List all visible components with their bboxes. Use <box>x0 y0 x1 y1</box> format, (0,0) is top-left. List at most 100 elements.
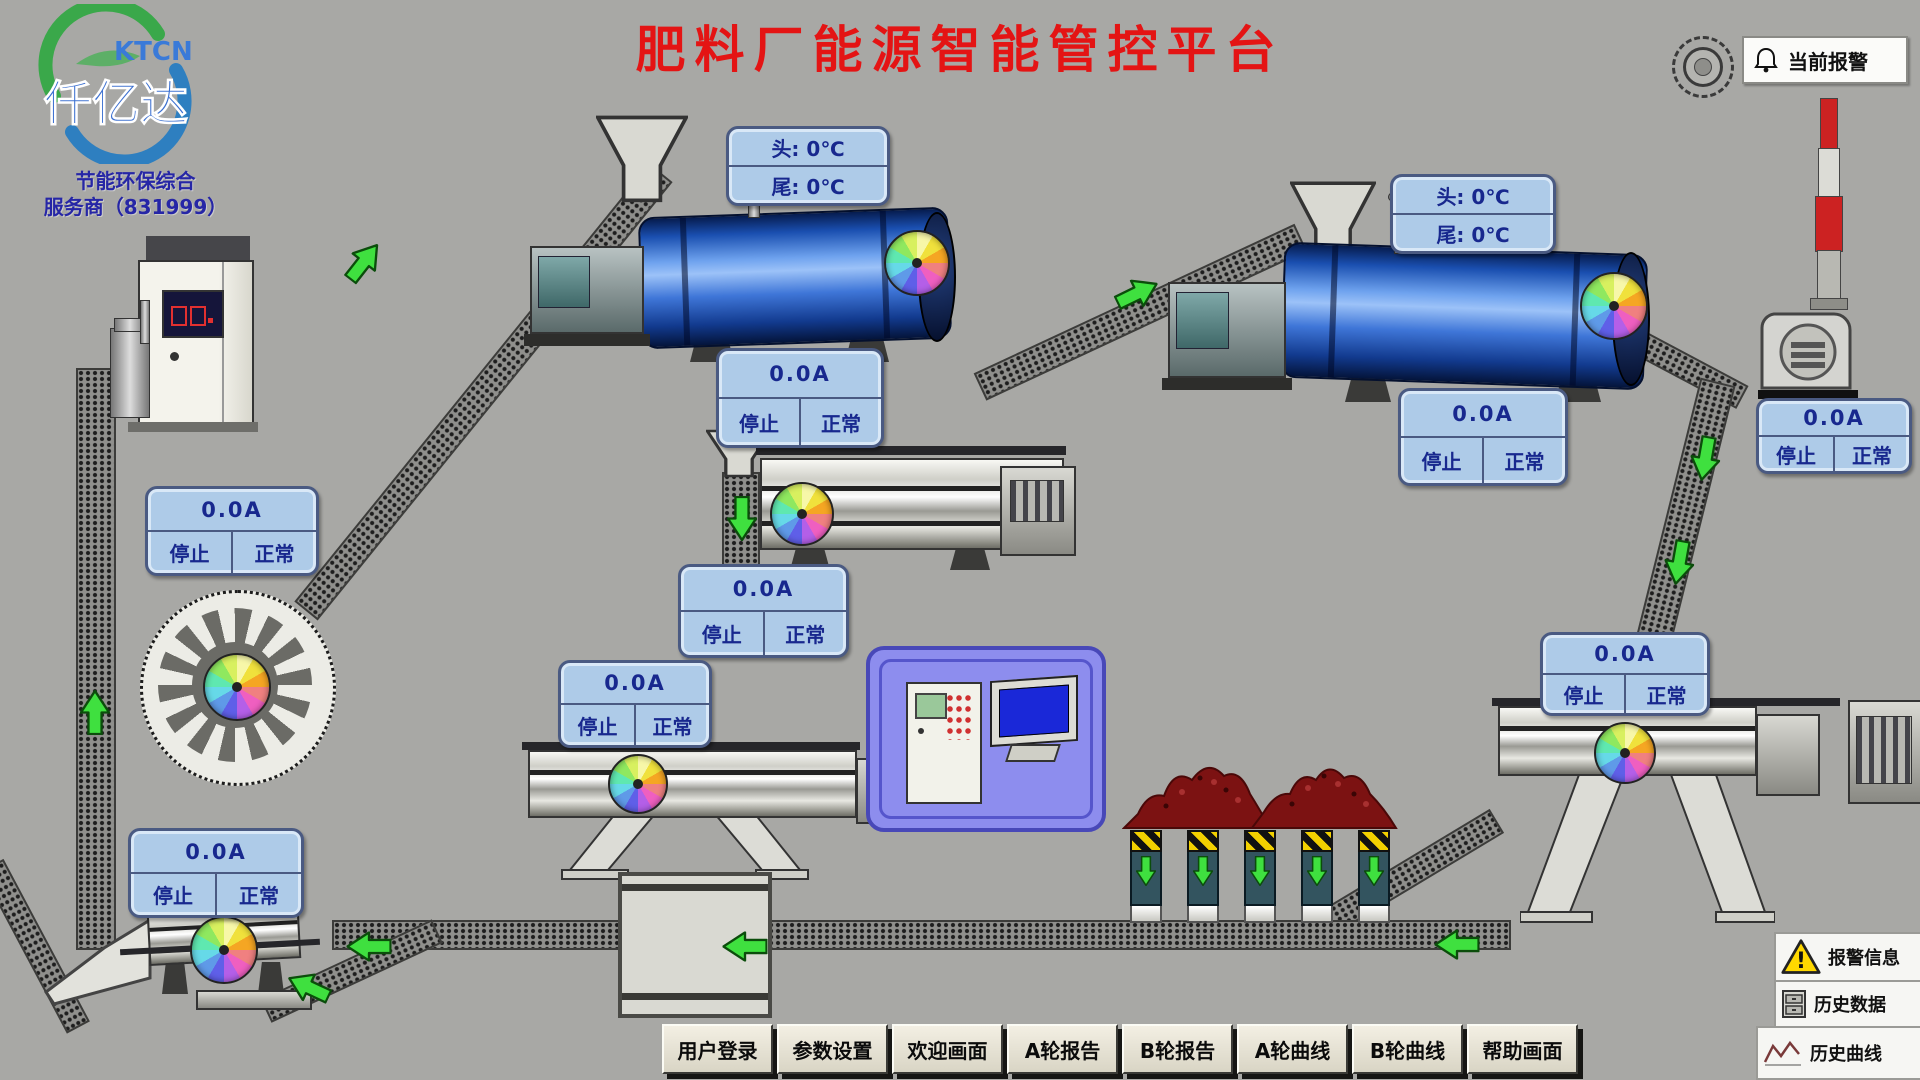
status-panel-crusher2: 0.0A 停止 正常 <box>1540 632 1710 716</box>
granulator-frame <box>756 446 1066 455</box>
nav-wheel-a-curve-button[interactable]: A轮曲线 <box>1237 1024 1348 1074</box>
run-state: 停止 <box>1563 683 1604 708</box>
crusher2-legs <box>1520 772 1775 923</box>
archive-cabinet-icon <box>1782 990 1806 1018</box>
drum1-motor <box>524 246 650 346</box>
svg-text:!: ! <box>1796 949 1806 974</box>
history-curve-button[interactable]: 历史曲线 <box>1756 1026 1920 1080</box>
status-panel-screen: 0.0A 停止 正常 <box>128 828 304 918</box>
screen-pinwheel <box>190 916 258 984</box>
control-cabinet <box>906 682 982 804</box>
bagging-chute <box>1244 830 1276 923</box>
alarm-state: 正常 <box>799 399 881 445</box>
chimney-stack <box>1806 98 1850 310</box>
nav-wheel-a-report-button[interactable]: A轮报告 <box>1007 1024 1118 1074</box>
flow-arrow-icon <box>1660 538 1698 591</box>
nav-parameter-settings-button[interactable]: 参数设置 <box>777 1024 888 1074</box>
run-state: 停止 <box>1776 443 1816 468</box>
current-value: 0.0A <box>681 567 846 612</box>
alarm-state: 正常 <box>231 532 316 573</box>
nav-help-screen-button[interactable]: 帮助画面 <box>1467 1024 1578 1074</box>
run-state: 停止 <box>577 714 618 739</box>
drum1-temp-panel: 头: 0℃ 尾: 0℃ <box>726 126 890 206</box>
status-panel-granulator: 0.0A 停止 正常 <box>678 564 849 658</box>
current-value: 0.0A <box>148 489 316 532</box>
status-panel-gear-feeder: 0.0A 停止 正常 <box>145 486 319 576</box>
page-title: 肥料厂能源智能管控平台 <box>635 21 1285 79</box>
current-value: 0.0A <box>561 663 709 705</box>
history-data-button[interactable]: 历史数据 <box>1774 980 1920 1028</box>
feeder-base <box>128 422 258 432</box>
flow-arrow-icon <box>726 495 758 545</box>
drum2-temp-panel: 头: 0℃ 尾: 0℃ <box>1390 174 1556 254</box>
conveyor-left-column <box>76 368 116 950</box>
run-state: 停止 <box>739 411 779 436</box>
svg-text:KTCN: KTCN <box>114 37 193 67</box>
conveyor-incline-to-drum1 <box>294 163 673 621</box>
alarm-state: 正常 <box>1624 675 1707 713</box>
current-value: 0.0A <box>1759 401 1909 437</box>
status-panel-drum2: 0.0A 停止 正常 <box>1398 388 1568 486</box>
side-button-label: 历史曲线 <box>1810 1044 1882 1065</box>
bagging-chute <box>1358 830 1390 923</box>
logo-tagline: 节能环保综合 服务商（831999） <box>18 168 253 220</box>
bagging-chute <box>1301 830 1333 923</box>
crusher1-legs <box>561 814 809 880</box>
flow-arrow-icon <box>79 686 111 736</box>
alarm-info-button[interactable]: ! 报警信息 <box>1774 932 1920 982</box>
drum1-fan-pinwheel <box>884 230 950 296</box>
run-state: 停止 <box>701 623 742 647</box>
crusher2-drive <box>1756 714 1820 796</box>
drum2-fan-pinwheel <box>1580 272 1648 340</box>
crusher1-pinwheel <box>608 754 668 814</box>
hazard-stripe <box>1130 830 1162 852</box>
gear-wheel-pinwheel <box>203 653 271 721</box>
head-temp: 头: 0℃ <box>771 136 845 161</box>
flow-arrow-icon <box>1686 434 1724 487</box>
nav-wheel-b-report-button[interactable]: B轮报告 <box>1122 1024 1233 1074</box>
flow-arrow-icon <box>1110 268 1167 316</box>
alarm-button-label: 当前报警 <box>1788 49 1868 74</box>
nav-welcome-screen-button[interactable]: 欢迎画面 <box>892 1024 1003 1074</box>
crusher1-body <box>528 750 857 818</box>
nav-wheel-b-curve-button[interactable]: B轮曲线 <box>1352 1024 1463 1074</box>
warning-triangle-icon: ! <box>1781 939 1821 974</box>
trend-curve-icon <box>1763 1040 1801 1066</box>
control-monitor <box>990 674 1078 748</box>
control-station <box>866 646 1106 832</box>
conveyor-bottom-main <box>332 920 1511 950</box>
feeder-top <box>146 236 250 260</box>
settings-gear-icon[interactable] <box>1672 36 1734 98</box>
flow-arrow-icon <box>278 963 335 1011</box>
feeder-display <box>162 290 224 338</box>
chute-screen-left <box>44 918 152 1006</box>
side-button-label: 报警信息 <box>1828 948 1900 969</box>
induced-draft-fan <box>1758 312 1858 399</box>
status-panel-drum1: 0.0A 停止 正常 <box>716 348 884 448</box>
alarm-state: 正常 <box>634 705 709 745</box>
flow-arrow-icon <box>1431 929 1480 960</box>
head-temp: 头: 0℃ <box>1436 184 1510 209</box>
material-piles <box>1122 767 1398 829</box>
flow-arrow-icon <box>338 232 392 289</box>
svg-text:仟亿达: 仟亿达 <box>43 76 188 132</box>
current-value: 0.0A <box>1401 391 1565 438</box>
alarm-state: 正常 <box>1833 437 1909 471</box>
drum2-motor <box>1162 282 1292 390</box>
crusher2-pinwheel <box>1594 722 1656 784</box>
nav-user-login-button[interactable]: 用户登录 <box>662 1024 773 1074</box>
flow-arrow-icon <box>719 931 768 962</box>
status-panel-fan: 0.0A 停止 正常 <box>1756 398 1912 474</box>
alarm-state: 正常 <box>1482 438 1565 483</box>
hopper-drum1-inlet <box>596 115 688 203</box>
bagging-chute <box>1187 830 1219 923</box>
current-alarm-button[interactable]: 当前报警 <box>1742 36 1908 84</box>
tail-temp: 尾: 0℃ <box>1393 213 1553 251</box>
alarm-state: 正常 <box>762 612 847 655</box>
current-value: 0.0A <box>1543 635 1707 675</box>
run-state: 停止 <box>169 542 210 566</box>
tail-temp: 尾: 0℃ <box>729 165 887 203</box>
bell-icon <box>1754 47 1778 73</box>
side-button-label: 历史数据 <box>1814 995 1886 1016</box>
